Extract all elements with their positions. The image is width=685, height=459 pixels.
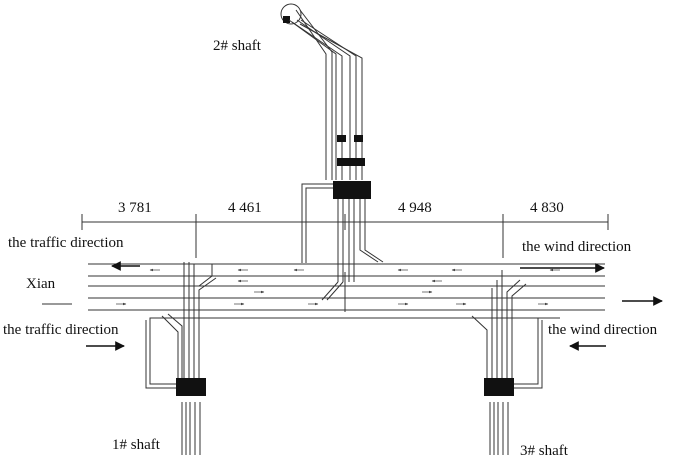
dimension-label-1: 3 781 [118, 200, 152, 216]
shaft-2-fan-block [333, 181, 371, 199]
tunnel-lower-flow-arrows [116, 290, 549, 306]
shaft-2-side-duct [301, 183, 333, 263]
shaft-3-label: 3# shaft [520, 443, 569, 459]
shaft-1-side-duct [145, 317, 176, 389]
shaft-3-lines [471, 270, 527, 455]
place-label: Xian [26, 276, 56, 292]
dimension-label-4: 4 830 [530, 200, 564, 216]
tunnel-upper [88, 263, 605, 287]
wind-direction-top-label: the wind direction [522, 239, 632, 255]
shaft-3-fan-block [484, 378, 514, 396]
shaft-1 [145, 262, 217, 455]
shaft-1-fan-block [176, 378, 206, 396]
traffic-direction-bottom-label: the traffic direction [3, 322, 119, 338]
shaft-1-lines [161, 262, 217, 455]
dimension-label-3: 4 948 [398, 200, 432, 216]
shaft-1-label: 1# shaft [112, 437, 161, 453]
shaft-2-shaft-lines [288, 9, 363, 180]
tunnel-upper-flow-arrows [149, 268, 560, 283]
shaft-3-side-duct [514, 317, 543, 389]
shaft-2-branch-lines [321, 199, 384, 312]
shaft-2-small-block-right [354, 135, 363, 142]
shaft-3 [471, 270, 543, 455]
shaft-2-lower-block [337, 158, 365, 166]
shaft-2-top-cap [283, 16, 290, 23]
shaft-2 [280, 3, 384, 312]
dimension-line [81, 214, 609, 258]
shaft-2-small-block-left [337, 135, 346, 142]
traffic-direction-top-label: the traffic direction [8, 235, 124, 251]
tunnel-lower [88, 297, 605, 319]
wind-direction-bottom-label: the wind direction [548, 322, 658, 338]
dimension-label-2: 4 461 [228, 200, 262, 216]
shaft-2-top-ring [280, 3, 302, 25]
shaft-2-label: 2# shaft [213, 38, 262, 54]
